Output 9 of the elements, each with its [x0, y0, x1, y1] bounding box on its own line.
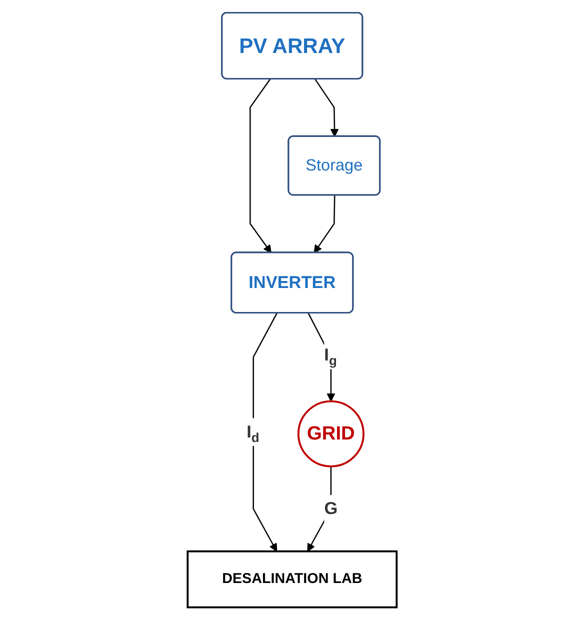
arrow — [314, 195, 336, 254]
edge-label: I$_{d}$ — [246, 422, 260, 445]
node-circle: GRID — [297, 400, 364, 468]
edge-label: G — [324, 498, 338, 518]
arrow — [314, 78, 339, 137]
node-box: DESALINATION LAB — [186, 550, 398, 608]
arrow — [249, 78, 272, 254]
arrow — [252, 312, 278, 552]
edge-label: I$_{g}$ — [324, 345, 337, 368]
